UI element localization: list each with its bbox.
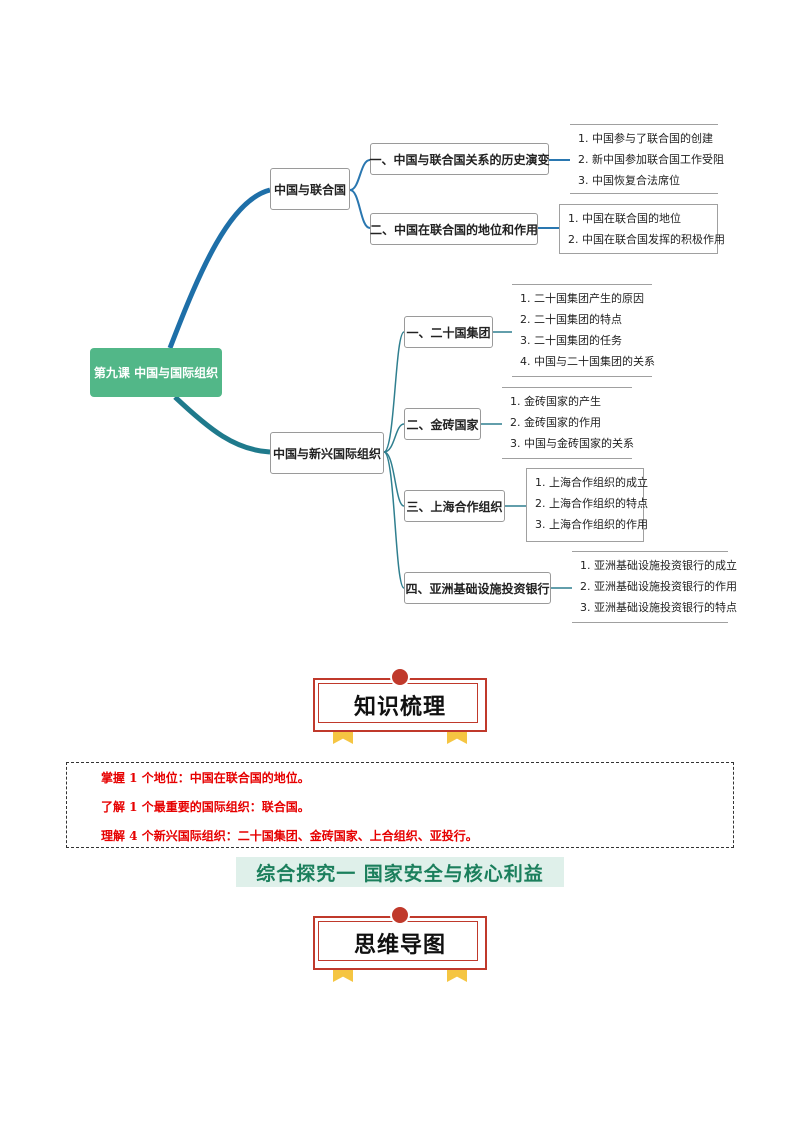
list-item: 3. 中国与金砖国家的关系 (510, 437, 634, 450)
list-item: 1. 二十国集团产生的原因 (520, 292, 644, 305)
list-g20: 1. 二十国集团产生的原因 2. 二十国集团的特点 3. 二十国集团的任务 4.… (512, 284, 655, 377)
list-item: 2. 中国在联合国发挥的积极作用 (568, 233, 725, 246)
list-item: 3. 亚洲基础设施投资银行的特点 (580, 601, 737, 614)
section-title: 综合探究一 国家安全与核心利益 (236, 857, 564, 887)
list-item: 1. 中国参与了联合国的创建 (578, 132, 713, 145)
banner-mind-map: 思维导图 (313, 905, 487, 982)
summary-line: 了解 1 个最重要的国际组织：联合国。 (101, 800, 310, 814)
list-un-role: 1. 中国在联合国的地位 2. 中国在联合国发挥的积极作用 (559, 204, 725, 254)
node-brics: 二、金砖国家 (404, 408, 481, 440)
connector-un-c1 (349, 159, 371, 191)
node-g20: 一、二十国集团 (404, 316, 493, 348)
list-item: 1. 亚洲基础设施投资银行的成立 (580, 559, 737, 572)
node-un-role: 二、中国在联合国的地位和作用 (370, 213, 538, 245)
list-sco: 1. 上海合作组织的成立 2. 上海合作组织的特点 3. 上海合作组织的作用 (526, 468, 648, 542)
list-un-history: 1. 中国参与了联合国的创建 2. 新中国参加联合国工作受阻 3. 中国恢复合法… (570, 124, 724, 194)
branch-china-un: 中国与联合国 (270, 168, 350, 210)
banner-title: 思维导图 (353, 933, 446, 958)
summary-line: 理解 4 个新兴国际组织：二十国集团、金砖国家、上合组织、亚投行。 (101, 829, 478, 843)
connector-root-un (167, 187, 271, 349)
summary-line: 掌握 1 个地位：中国在联合国的地位。 (101, 771, 310, 785)
connector-new-c3 (383, 451, 405, 507)
mind-map-connectors (167, 159, 572, 589)
mind-map-root: 第九课 中国与国际组织 (90, 348, 222, 397)
list-item: 3. 中国恢复合法席位 (578, 174, 680, 187)
list-item: 2. 金砖国家的作用 (510, 416, 601, 429)
connector-new-c2 (383, 423, 405, 453)
summary-box: 掌握 1 个地位：中国在联合国的地位。 了解 1 个最重要的国际组织：联合国。 … (66, 762, 734, 848)
list-item: 3. 二十国集团的任务 (520, 334, 622, 347)
connector-new-c1 (383, 331, 405, 453)
node-sco: 三、上海合作组织 (404, 490, 505, 522)
list-item: 2. 二十国集团的特点 (520, 313, 622, 326)
banner-dot (390, 905, 410, 925)
list-item: 2. 新中国参加联合国工作受阻 (578, 153, 724, 166)
list-item: 3. 上海合作组织的作用 (535, 518, 648, 531)
list-aiib: 1. 亚洲基础设施投资银行的成立 2. 亚洲基础设施投资银行的作用 3. 亚洲基… (572, 551, 737, 623)
branch-china-new-orgs: 中国与新兴国际组织 (270, 432, 384, 474)
list-item: 4. 中国与二十国集团的关系 (520, 355, 655, 368)
list-item: 1. 上海合作组织的成立 (535, 476, 648, 489)
node-un-history: 一、中国与联合国关系的历史演变 (370, 143, 550, 175)
list-item: 1. 金砖国家的产生 (510, 395, 601, 408)
list-item: 2. 亚洲基础设施投资银行的作用 (580, 580, 737, 593)
banner-frame (313, 678, 487, 732)
banner-knowledge-review: 知识梳理 (313, 667, 487, 744)
connector-un-c2 (349, 189, 371, 229)
list-item: 1. 中国在联合国的地位 (568, 212, 681, 225)
list-brics: 1. 金砖国家的产生 2. 金砖国家的作用 3. 中国与金砖国家的关系 (502, 387, 634, 459)
connector-new-c4 (383, 451, 405, 589)
banner-dot (390, 667, 410, 687)
list-item: 2. 上海合作组织的特点 (535, 497, 648, 510)
banner-title: 知识梳理 (353, 695, 446, 720)
node-aiib: 四、亚洲基础设施投资银行 (404, 572, 551, 604)
connector-root-new (173, 395, 271, 455)
mind-map: 第九课 中国与国际组织 中国与联合国 中国与新兴国际组织 一、中国与联合国关系的… (90, 124, 737, 623)
